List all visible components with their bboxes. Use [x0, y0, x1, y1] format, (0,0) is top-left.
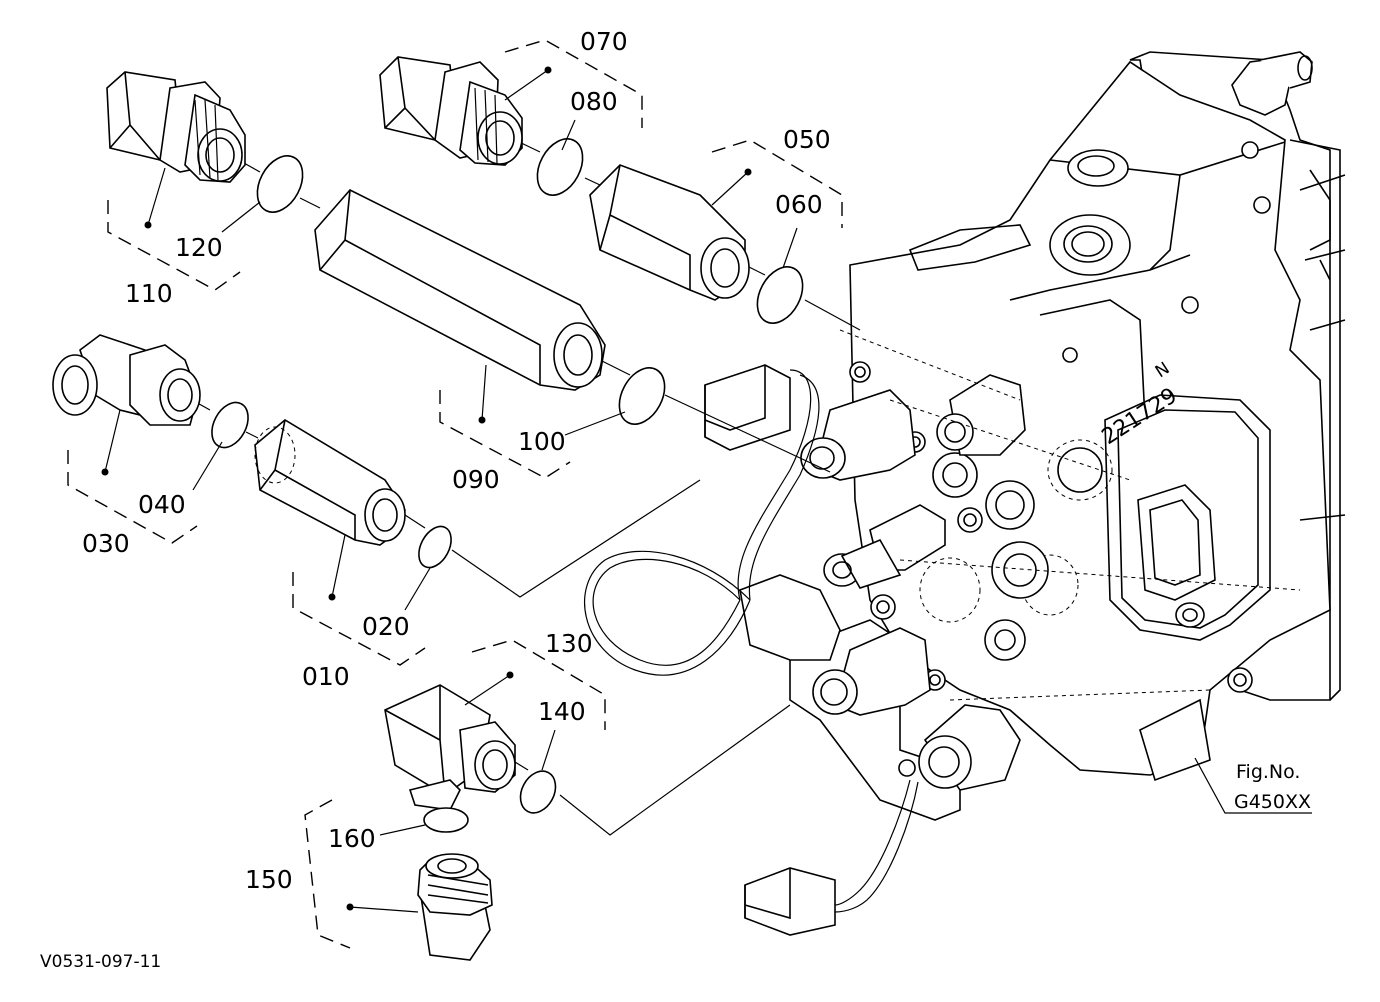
part-090-cartridge — [314, 189, 606, 391]
part-070-fitting — [379, 56, 523, 166]
part-140-oring — [519, 770, 557, 814]
part-150-elbow — [417, 853, 493, 961]
label-140: 140 — [538, 697, 586, 726]
label-060: 060 — [775, 190, 823, 219]
wire-harness — [583, 364, 919, 936]
part-labels: 070 080 050 060 120 110 030 040 100 090 … — [82, 27, 831, 894]
bracket-050 — [711, 139, 843, 228]
part-020-oring — [418, 525, 452, 569]
part-060-oring — [756, 266, 804, 324]
part-040-oring — [211, 401, 249, 449]
label-110: 110 — [125, 279, 173, 308]
part-130-elbow — [384, 684, 516, 811]
bracket-130 — [464, 639, 606, 730]
label-120: 120 — [175, 233, 223, 262]
label-020: 020 — [362, 612, 410, 641]
solenoid-upper — [800, 374, 1026, 589]
label-100: 100 — [518, 427, 566, 456]
figure-caption: Fig.No. — [1236, 761, 1300, 783]
part-100-oring — [618, 367, 666, 425]
label-040: 040 — [138, 490, 186, 519]
part-030-elbow — [52, 334, 201, 426]
part-050-cartridge — [589, 164, 750, 301]
bracket-150 — [304, 799, 419, 949]
part-080-oring — [536, 138, 584, 196]
bracket-030 — [67, 409, 198, 544]
part-010-cartridge — [254, 419, 406, 546]
part-120-oring — [256, 155, 304, 213]
bracket-110 — [107, 167, 241, 291]
label-090: 090 — [452, 465, 500, 494]
part-160-oring — [423, 807, 469, 833]
label-160: 160 — [328, 824, 376, 853]
bracket-010 — [292, 534, 426, 666]
label-030: 030 — [82, 529, 130, 558]
label-leaders — [192, 119, 1312, 836]
part-110-fitting — [106, 71, 246, 183]
bracket-090 — [439, 364, 571, 479]
label-080: 080 — [570, 87, 618, 116]
label-130: 130 — [545, 629, 593, 658]
bracket-070 — [504, 39, 643, 128]
label-070: 070 — [580, 27, 628, 56]
figure-number: G450XX — [1234, 791, 1311, 813]
label-010: 010 — [302, 662, 350, 691]
drawing-id: V0531-097-11 — [40, 952, 161, 972]
label-150: 150 — [245, 865, 293, 894]
valve-body: 221729 N — [739, 51, 1346, 821]
label-050: 050 — [783, 125, 831, 154]
solenoid-lower — [812, 627, 1021, 791]
